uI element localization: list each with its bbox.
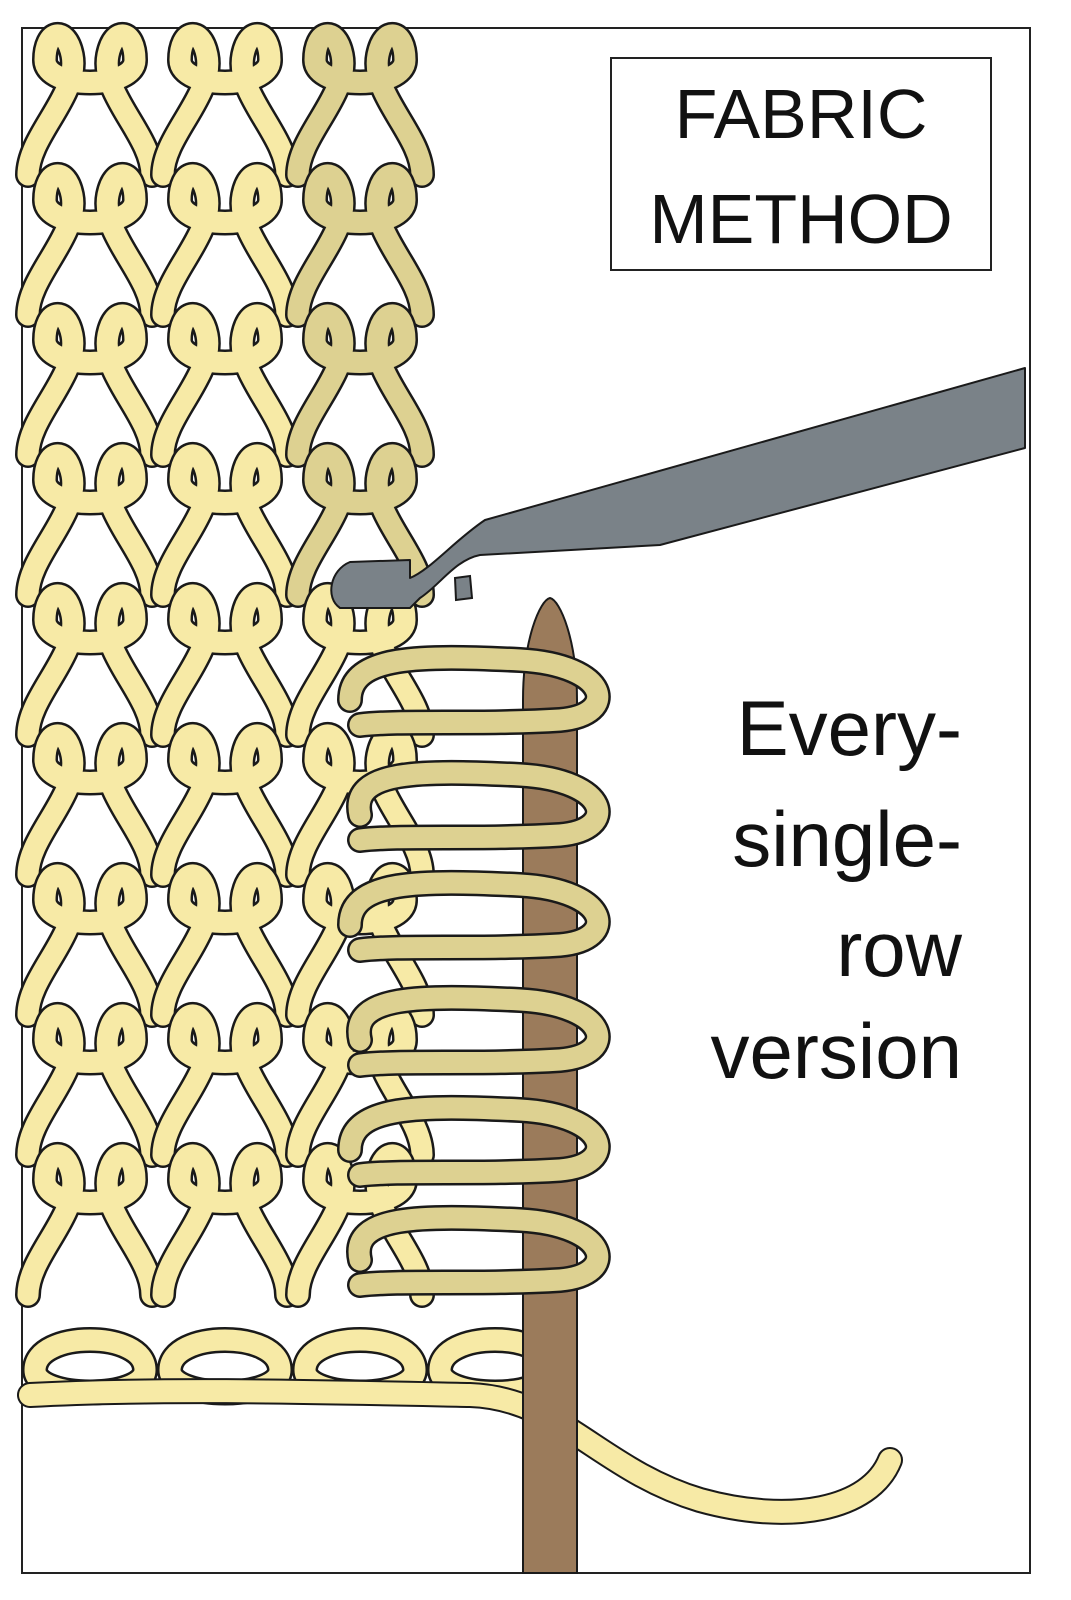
knit-stitch	[152, 1004, 298, 1166]
needle-wrap	[348, 987, 609, 1076]
knit-stitch	[152, 584, 298, 746]
caption-line-3: row	[836, 905, 962, 993]
needle-wrap	[348, 1207, 609, 1296]
knit-stitch	[17, 584, 163, 746]
title-box: FABRIC METHOD	[610, 57, 992, 271]
knit-stitch	[17, 24, 163, 186]
caption-line-2: single-	[732, 795, 962, 883]
needle-wrap	[339, 647, 609, 736]
knit-stitch	[17, 164, 163, 326]
knit-stitch	[152, 24, 298, 186]
title-line-1: FABRIC	[675, 75, 928, 153]
knit-stitch	[152, 724, 298, 886]
knit-stitch	[152, 304, 298, 466]
yarn-wraps	[337, 644, 611, 1298]
title-line-2: METHOD	[649, 180, 952, 258]
needle-wrap	[339, 872, 609, 961]
caption-line-4: version	[711, 1007, 962, 1095]
knit-stitch	[287, 1144, 433, 1306]
knit-stitch	[287, 584, 433, 746]
knit-stitch	[17, 304, 163, 466]
caption-line-1: Every-	[737, 684, 962, 772]
knit-stitch	[152, 444, 298, 606]
knit-stitch	[287, 304, 433, 466]
knit-stitch	[152, 1144, 298, 1306]
caption: Every- single- row version	[711, 684, 963, 1095]
knit-stitch	[152, 864, 298, 1026]
knit-stitch	[17, 444, 163, 606]
knit-stitch	[287, 24, 433, 186]
knit-stitch	[17, 1004, 163, 1166]
knit-stitch	[17, 864, 163, 1026]
needle-wrap	[348, 762, 609, 851]
knitting-needle-icon	[522, 596, 578, 1574]
knit-stitch	[287, 164, 433, 326]
knit-stitch	[287, 444, 433, 606]
crochet-hook-icon	[330, 367, 1026, 609]
knit-stitch	[17, 724, 163, 886]
knit-stitch	[152, 164, 298, 326]
needle-wrap	[339, 1097, 609, 1186]
knit-stitch	[17, 1144, 163, 1306]
